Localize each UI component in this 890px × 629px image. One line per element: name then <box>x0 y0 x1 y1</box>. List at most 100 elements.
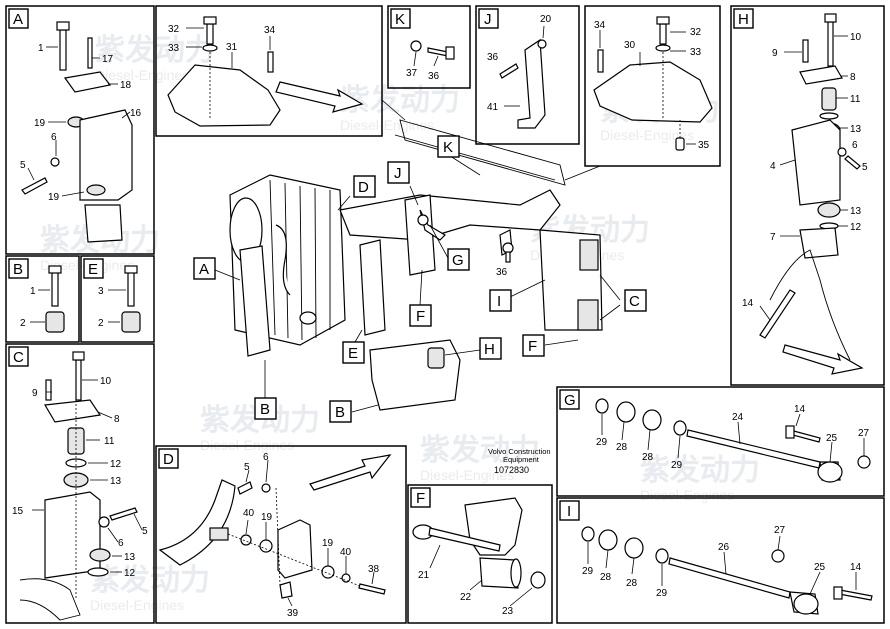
part-label: 2 <box>98 318 104 329</box>
part-label: 36 <box>487 52 499 63</box>
watermark-en: Diesel-Engines <box>200 437 294 453</box>
bracket-icon <box>517 38 546 129</box>
washer-icon <box>655 44 671 52</box>
part-label: 39 <box>287 608 299 619</box>
washer-icon <box>98 516 110 528</box>
part-label: 34 <box>594 20 606 31</box>
callout-f2: F <box>528 338 537 355</box>
part-label: 12 <box>124 568 136 579</box>
spacer-icon <box>121 311 141 333</box>
part-label: 13 <box>110 476 122 487</box>
bolt-icon <box>759 289 796 339</box>
part-label: 8 <box>114 414 120 425</box>
panel-h: H 9 10 8 11 13 6 5 4 13 12 <box>730 5 885 386</box>
watermark-en: Diesel-Engines <box>90 597 184 613</box>
panel-g: G 29 28 28 29 24 14 25 27 <box>556 386 885 497</box>
lower-bracket-icon <box>369 339 461 411</box>
part-label: 24 <box>732 412 744 423</box>
bolt-icon <box>279 581 293 599</box>
callout-e: E <box>348 345 358 362</box>
part-label: 5 <box>244 462 250 473</box>
part-label: 17 <box>102 54 114 65</box>
part-label: 4 <box>770 161 776 172</box>
callout-i: I <box>497 293 501 310</box>
plate-bracket-icon <box>277 519 313 579</box>
bolt-head-icon <box>48 265 62 274</box>
part-label: 29 <box>656 588 668 599</box>
part-label: 32 <box>690 27 702 38</box>
bracket-icon <box>799 65 843 85</box>
part-label: 29 <box>596 437 608 448</box>
part-label: 23 <box>502 606 514 617</box>
bracket-icon <box>63 71 112 93</box>
part-label: 20 <box>540 14 552 25</box>
part-label: 41 <box>487 102 499 113</box>
bolt-icon <box>267 51 274 73</box>
panel-f: F 21 22 23 <box>407 484 553 624</box>
panel-i: I 27 29 28 28 29 26 25 14 <box>556 497 885 624</box>
nut-icon <box>771 549 785 563</box>
hose-icon <box>275 224 291 296</box>
part-label: 31 <box>226 42 238 53</box>
panel-k: K 37 36 <box>387 5 471 89</box>
panel-b: B 1 2 <box>5 255 80 343</box>
callout-a: A <box>199 261 209 278</box>
caption-line2: Equipment <box>503 455 540 464</box>
part-label: 14 <box>794 404 806 415</box>
part-label: 33 <box>690 47 702 58</box>
panel-e: E 3 2 <box>80 255 155 343</box>
part-label: 16 <box>130 108 142 119</box>
nut-icon <box>581 526 595 542</box>
watermark-en: Diesel-Engines <box>640 487 734 503</box>
panel-a-letter: A <box>13 11 23 28</box>
callout-b: B <box>260 401 270 418</box>
part-label: 30 <box>624 40 636 51</box>
frame-crossmember-icon <box>339 189 561 241</box>
drawing-caption: Volvo Construction Equipment 1072830 <box>488 447 551 475</box>
panel-top-center: 32 33 31 34 <box>155 5 383 137</box>
part-label: 36 <box>428 71 440 82</box>
part-label: 13 <box>850 124 862 135</box>
washer-icon <box>642 409 662 431</box>
bolt-icon <box>206 23 214 45</box>
part-label: 1 <box>38 43 44 54</box>
part-label: 5 <box>142 526 148 537</box>
panel-top-right: 34 30 32 33 35 <box>584 5 721 167</box>
callouts: A B D J K G F E H B I C F <box>193 135 647 423</box>
bracket-icon <box>44 399 102 423</box>
part-label: 19 <box>322 538 334 549</box>
part-label: 12 <box>850 222 862 233</box>
bolt-icon <box>127 271 135 307</box>
nut-icon <box>530 571 546 589</box>
support-plate-icon <box>791 119 841 206</box>
bolt-icon <box>428 527 501 552</box>
part-label: 6 <box>852 140 858 151</box>
part-label: 9 <box>772 48 778 59</box>
panel-c: C 9 10 8 11 12 13 15 5 6 13 12 <box>5 343 155 624</box>
bolt-icon <box>659 23 667 45</box>
rubber-mount-icon <box>89 548 111 562</box>
part-label: 15 <box>12 506 24 517</box>
callout-j: J <box>394 165 402 182</box>
part-label: 1 <box>30 286 36 297</box>
rubber-mount-icon <box>86 184 106 196</box>
part-label: 22 <box>460 592 472 603</box>
part-label: 11 <box>850 94 861 105</box>
part-label: 40 <box>340 547 352 558</box>
part-label: 6 <box>263 452 269 463</box>
bolt-icon <box>597 49 604 73</box>
part-label: 6 <box>51 132 57 143</box>
washer-icon <box>321 565 335 579</box>
nut-icon <box>655 548 669 564</box>
callout-k: K <box>443 139 453 156</box>
direction-arrow-icon <box>309 454 392 491</box>
panel-j: J 20 36 41 <box>475 5 580 145</box>
bolt-head-icon <box>124 265 138 274</box>
part-label: 7 <box>770 232 776 243</box>
part-label: 10 <box>100 376 112 387</box>
watermark-en: Diesel-Engines <box>600 127 694 143</box>
bolt-icon <box>844 155 861 170</box>
panel-i-letter: I <box>567 503 571 520</box>
watermark-cn: 紫发动力 <box>90 564 210 597</box>
bolt-icon <box>21 177 48 195</box>
